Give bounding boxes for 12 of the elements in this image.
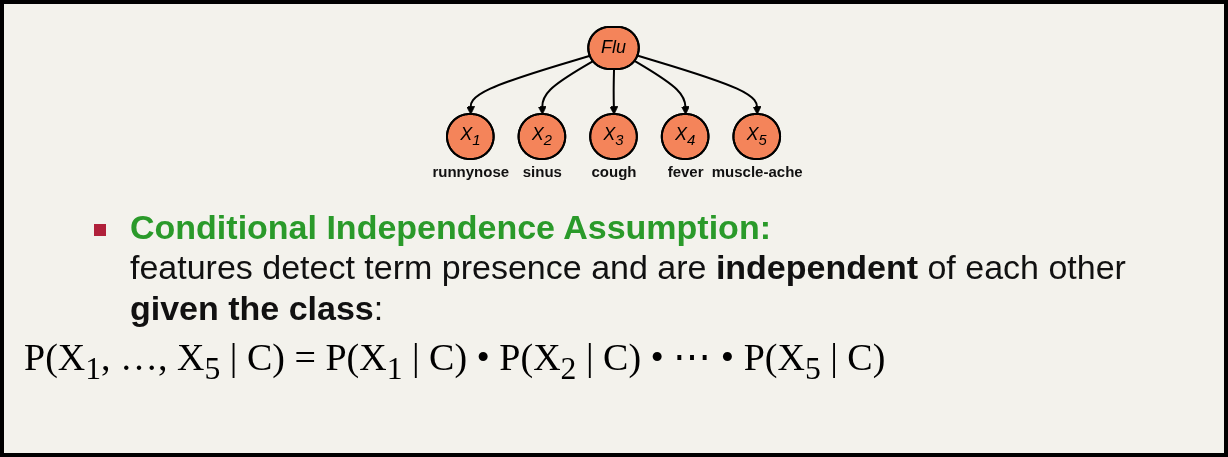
arrow (609, 68, 619, 115)
bullet-heading: Conditional Independence Assumption: (130, 208, 772, 247)
node-caption: muscle-ache (711, 163, 803, 181)
arrow (538, 60, 595, 115)
node-caption: sinus (522, 163, 562, 181)
probability-formula: P(X$_{1}$, …, X$_{5}$ | C) = P(X$_{1}$ | C) • P(X$_{2}$ | C) • ⋯ • P(X$_{5}$ | C) (24, 334, 887, 387)
node-caption: cough (591, 163, 637, 181)
arrow (634, 60, 691, 115)
arrow (637, 54, 762, 115)
node-caption: runnynose (432, 163, 510, 181)
bullet-text: features detect term presence and are independent of each other given the class: (130, 247, 1127, 329)
node-caption: fever (667, 163, 704, 181)
